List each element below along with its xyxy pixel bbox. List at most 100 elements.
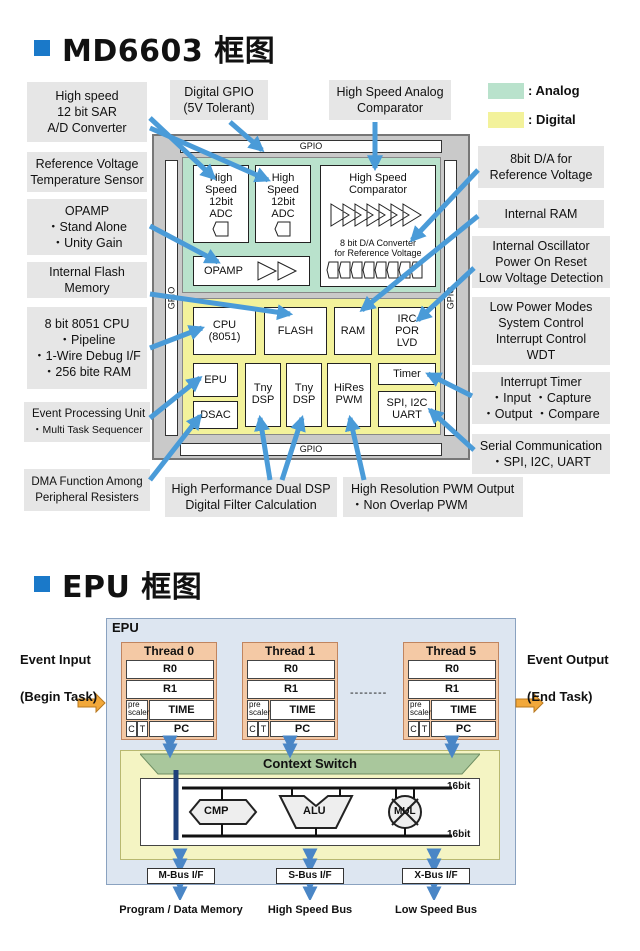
hires-pwm-block: HiRes PWM <box>327 363 371 427</box>
reg-time: TIME <box>431 700 496 720</box>
section1-heading: MD6603 框图 <box>34 26 275 70</box>
callout-text: ・Unity Gain <box>51 236 123 250</box>
adc-label: 12bit <box>271 196 295 208</box>
event-input-arrow-icon <box>77 692 106 714</box>
legend-analog-swatch <box>488 83 524 99</box>
callout-text: 8bit D/A for <box>510 152 572 166</box>
callout-pwm: High Resolution PWM Output ・Non Overlap … <box>343 477 523 517</box>
spi-label: UART <box>392 409 422 421</box>
event-input-sub: (Begin Task) <box>20 689 98 704</box>
flash-label: FLASH <box>277 325 314 337</box>
callout-opamp: OPAMP ・Stand Alone ・Unity Gain <box>27 199 147 255</box>
adc-symbol-icon <box>274 221 291 237</box>
callout-text: Event Processing Unit <box>32 408 146 420</box>
ram-block: RAM <box>334 307 372 355</box>
flash-block: FLASH <box>264 307 327 355</box>
arrow-dsp2 <box>279 414 306 481</box>
adc-label: ADC <box>209 208 233 220</box>
timer-block: Timer <box>378 363 436 385</box>
arrow-timer <box>425 371 474 399</box>
callout-text: Digital GPIO <box>184 85 254 99</box>
callout-text: Low Power Modes <box>489 300 593 314</box>
callout-text: High Speed Analog <box>336 85 444 99</box>
m-bus-target: Program / Data Memory <box>119 904 243 916</box>
opamp-symbol-icon <box>257 261 298 281</box>
reg-time: TIME <box>270 700 335 720</box>
bus-width-top: 16bit <box>447 781 471 792</box>
dac-symbol-icon <box>326 261 423 279</box>
reg-pc: PC <box>431 721 496 737</box>
dsp-label: DSP <box>251 394 275 406</box>
t-cell: T <box>137 721 148 737</box>
reg-r1: R1 <box>408 680 496 699</box>
callout-dma: DMA Function Among Peripheral Resisters <box>24 469 150 511</box>
event-input-label: Event Input <box>20 652 91 667</box>
adc-label: 12bit <box>209 196 233 208</box>
tny-dsp-block-1: Tny DSP <box>245 363 281 427</box>
dac-label: for Reference Voltage <box>334 248 422 258</box>
adc-symbol-icon <box>212 221 229 237</box>
c-cell: C <box>126 721 137 737</box>
dac-label: 8 bit D/A Converter <box>339 238 417 248</box>
callout-text: Low Voltage Detection <box>478 271 604 285</box>
callout-text: Serial Communication <box>479 439 603 453</box>
callout-low-power: Low Power Modes System Control Interrupt… <box>472 297 610 365</box>
callout-text: ・Stand Alone <box>47 220 127 234</box>
prescaler-label: pre <box>249 700 261 709</box>
adc-label: High <box>271 172 295 184</box>
arrow-spi <box>427 407 476 452</box>
t-cell: T <box>258 721 269 737</box>
callout-text: System Control <box>498 316 584 330</box>
arrow-epu <box>148 376 203 420</box>
callout-text: ・Non Overlap PWM <box>351 498 468 512</box>
comparator-triangles-icon <box>330 203 422 227</box>
timer-label: Timer <box>393 368 421 380</box>
thread-title: Thread 0 <box>143 644 194 658</box>
x-bus-target: Low Speed Bus <box>395 904 477 916</box>
prescaler-label: scaler <box>249 708 271 717</box>
dsac-label: DSAC <box>200 409 231 421</box>
callout-flash: Internal Flash Memory <box>27 262 147 298</box>
dsp-label: DSP <box>292 394 316 406</box>
cmp-unit-icon <box>188 799 258 825</box>
arrow-flash <box>149 291 294 321</box>
pwm-label: PWM <box>335 394 363 406</box>
m-bus-if: M-Bus I/F <box>147 868 215 884</box>
arrow-cpu <box>149 325 205 351</box>
arrow-opamp <box>148 223 221 265</box>
callout-serial: Serial Communication ・SPI, I2C, UART <box>472 434 610 474</box>
callout-text: Reference Voltage <box>489 168 593 182</box>
epu-datapath <box>77 692 544 900</box>
callout-timer: Interrupt Timer ・Input ・Capture ・Output … <box>472 372 610 424</box>
callout-text: Internal Flash <box>49 265 125 279</box>
c-cell: C <box>408 721 419 737</box>
reg-r0: R0 <box>408 660 496 679</box>
context-switch-label: Context Switch <box>263 756 357 771</box>
callout-sar-adc: High speed 12 bit SAR A/D Converter <box>27 82 147 142</box>
adc-label: Speed <box>267 184 299 196</box>
callout-text: ・SPI, I2C, UART <box>491 455 591 469</box>
callout-text: ・Pipeline <box>58 333 116 347</box>
reg-pc: PC <box>270 721 335 737</box>
callout-cpu: 8 bit 8051 CPU ・Pipeline ・1-Wire Debug I… <box>27 307 147 389</box>
epu-title: EPU <box>112 620 139 635</box>
arrow-dac <box>409 168 480 243</box>
reg-r0: R0 <box>126 660 214 679</box>
ram-label: RAM <box>340 325 366 337</box>
callout-text: WDT <box>526 348 556 362</box>
callout-text: Digital Filter Calculation <box>185 498 317 512</box>
irc-label: POR <box>395 325 419 337</box>
callout-oscillator: Internal Oscillator Power On Reset Low V… <box>472 236 610 288</box>
context-switch-bar <box>140 753 480 775</box>
reg-time: TIME <box>149 700 214 720</box>
prescaler-label: scaler <box>410 708 432 717</box>
callout-text: ・256 bite RAM <box>42 365 132 379</box>
callout-reference-voltage: Reference Voltage Temperature Sensor <box>27 152 147 192</box>
callout-text: Peripheral Resisters <box>35 492 139 504</box>
callout-dsp: High Performance Dual DSP Digital Filter… <box>165 477 337 517</box>
spi-label: SPI, I2C <box>386 397 428 409</box>
